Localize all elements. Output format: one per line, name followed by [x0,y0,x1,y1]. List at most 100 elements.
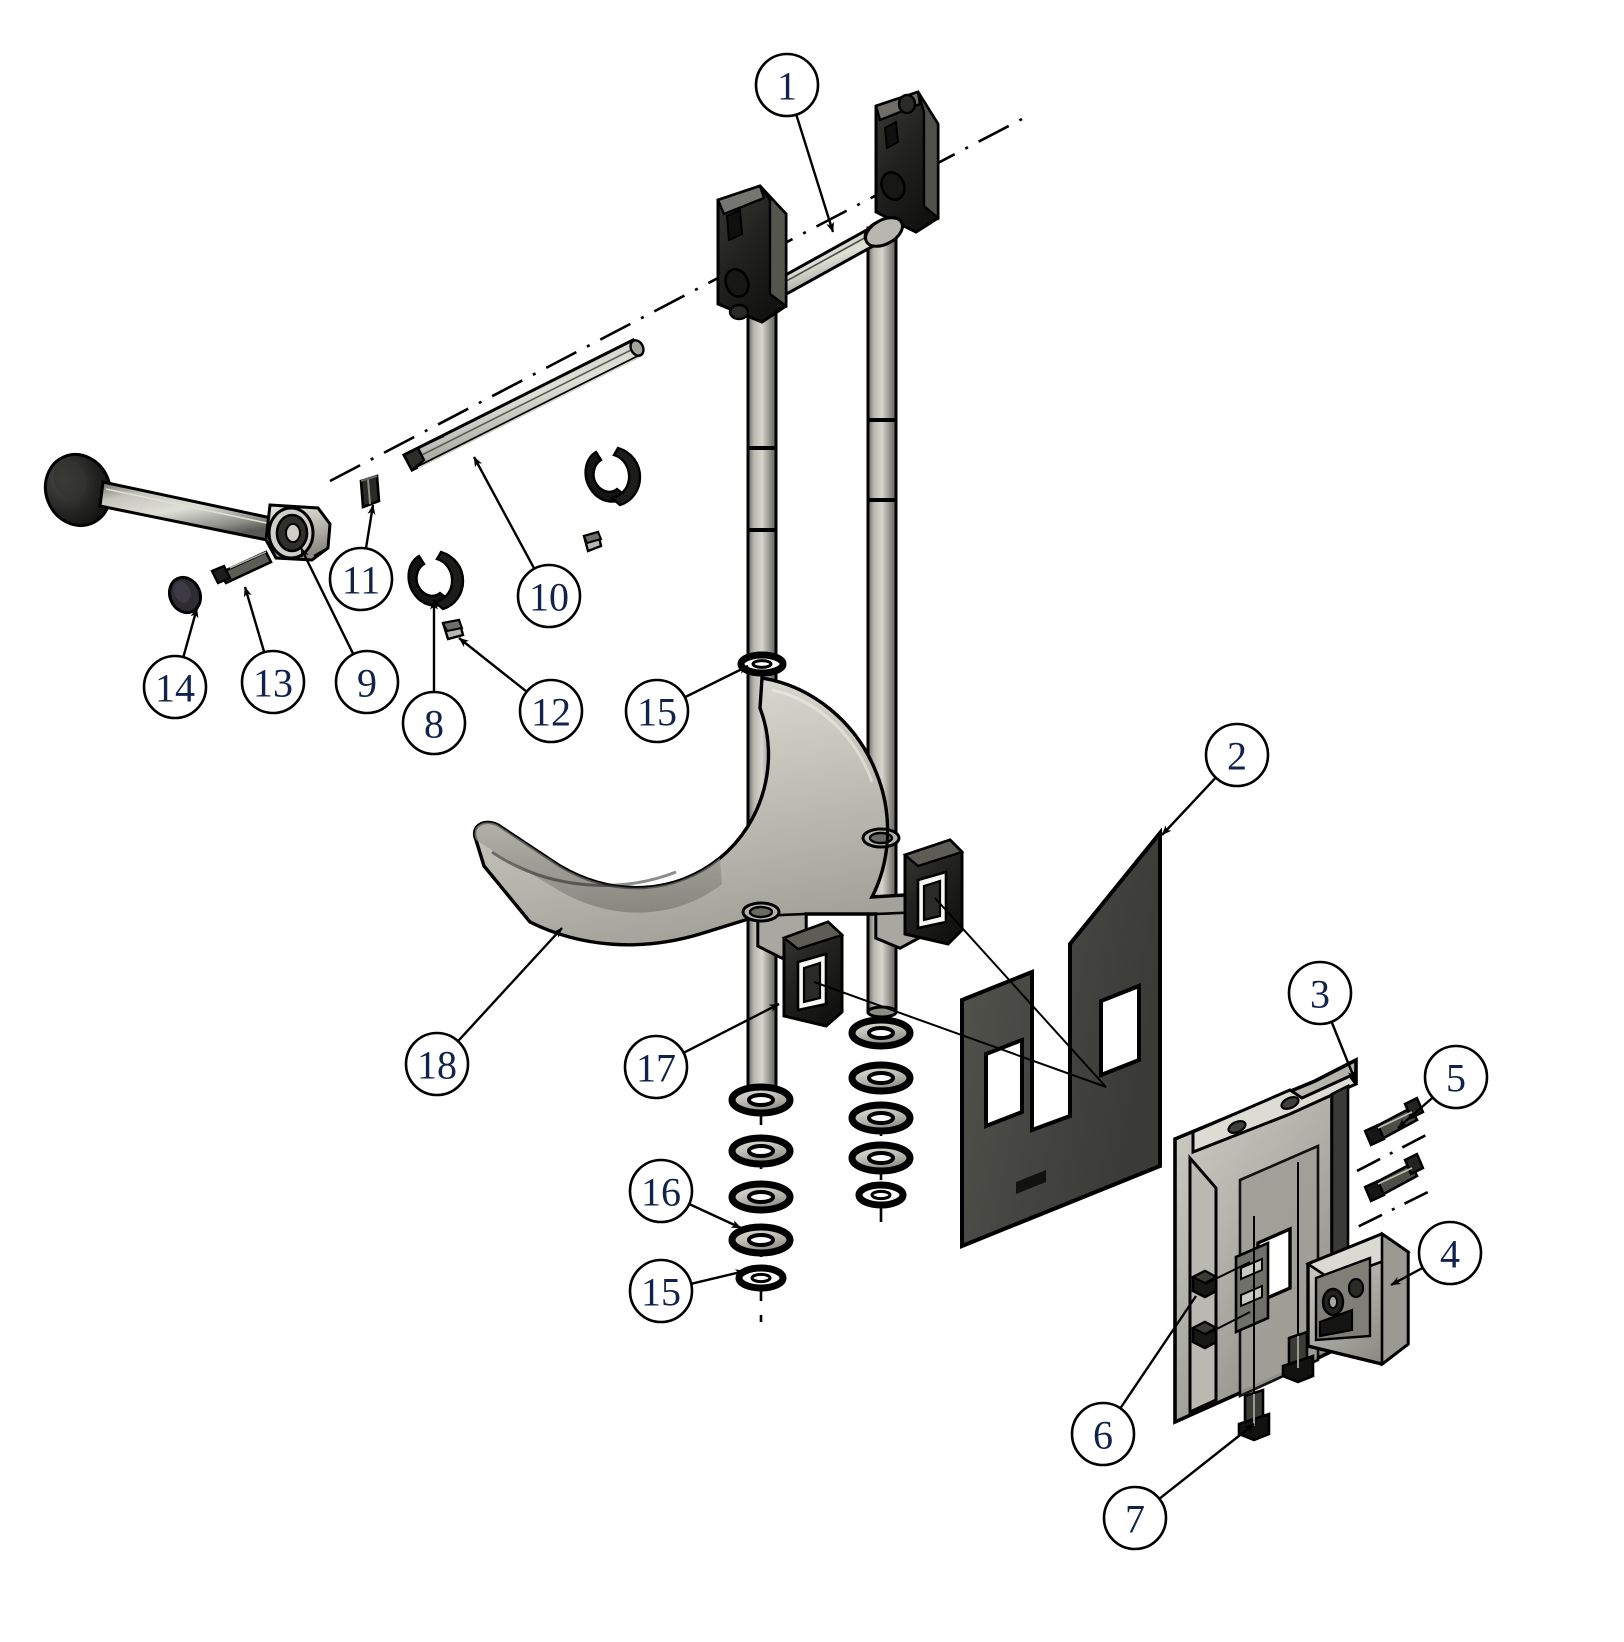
flange-bolt-left [1237,1388,1271,1442]
cap-screw-upper [1363,1096,1425,1147]
callout-circle-15[interactable] [624,678,690,744]
callout-circle-8[interactable] [401,690,467,756]
callout-leader-3 [1330,1021,1357,1081]
callout-number-13: 13 [253,661,293,706]
callout-balloon-7[interactable]: 7 [1102,1423,1255,1551]
washer-16-b [728,1134,794,1168]
part-14-end-cap-plug [167,575,203,615]
callout-circle-17[interactable] [623,1034,689,1100]
callout-circle-10[interactable] [516,563,582,629]
callout-leader-4 [1390,1266,1424,1287]
callout-circle-11[interactable] [328,546,394,612]
washer-16-d [728,1223,794,1257]
callout-number-2: 2 [1227,734,1247,779]
callout-number-12: 12 [531,690,571,735]
callout-leader-12 [458,637,528,693]
callout-circle-4[interactable] [1417,1220,1483,1286]
callout-leader-17 [683,1002,780,1054]
callout-leader-10 [472,456,536,570]
part-13-shoulder-bolt [210,550,273,585]
callout-number-18: 18 [417,1043,457,1088]
callout-balloon-13[interactable]: 13 [240,586,306,715]
callout-balloon-16[interactable]: 16 [628,1158,742,1230]
callout-balloon-18[interactable]: 18 [404,927,563,1097]
callout-number-3: 3 [1310,972,1330,1017]
washer-16-c [728,1180,794,1214]
callout-leader-16 [688,1202,742,1230]
callout-number-1: 1 [777,64,797,109]
part-5-socket-head-cap-screws [1363,1096,1425,1203]
callout-circle-9[interactable] [334,649,400,715]
callout-circle-13[interactable] [240,649,306,715]
handle-lever-assembly [43,453,381,615]
callout-balloon-1[interactable]: 1 [754,52,835,233]
callout-balloon-2[interactable]: 2 [1161,722,1270,836]
callout-circle-15[interactable] [628,1258,694,1324]
callout-balloon-8[interactable]: 8 [401,599,467,756]
part-11-roll-pin [359,474,381,509]
callout-number-10: 10 [529,575,569,620]
callout-number-15: 15 [641,1270,681,1315]
part-8-e-clip-retaining-rings [407,446,642,611]
callout-circle-16[interactable] [628,1158,694,1224]
part-18-c-shaped-clamp-arm [472,676,926,960]
washer-15-thin [735,1264,787,1292]
leader-slide-block-right-to-plate [934,897,1107,1088]
washer-r-b [848,1061,914,1095]
centerline-upper-diagonal [329,117,1023,483]
callout-balloon-15[interactable]: 15 [624,664,749,744]
callout-balloon-3[interactable]: 3 [1287,960,1357,1081]
callout-balloon-6[interactable]: 6 [1070,1295,1197,1467]
callout-number-6: 6 [1093,1413,1113,1458]
washer-16-a [728,1083,794,1117]
callout-circle-6[interactable] [1070,1401,1136,1467]
callout-circle-12[interactable] [518,678,584,744]
callout-leader-11 [364,504,376,549]
callout-circle-2[interactable] [1204,722,1270,788]
callout-circle-7[interactable] [1102,1485,1168,1551]
part-9-handle-hub-bushing [264,503,332,562]
part-17-slide-block-bushings [781,838,965,1028]
callout-balloon-12[interactable]: 12 [458,637,584,744]
part-15-thin-washer-top [737,651,787,677]
callout-leader-7 [1158,1423,1255,1500]
callout-balloon-11[interactable]: 11 [328,504,394,612]
leader-hexnut-upper [1204,1261,1251,1285]
part-2-u-slot-dark-plate [960,827,1162,1249]
callout-number-5: 5 [1446,1056,1466,1101]
callout-balloon-15[interactable]: 15 [628,1258,746,1324]
part-3-mounting-bracket-plate [1173,1057,1359,1425]
washer-r-c [848,1101,914,1135]
callout-leader-15 [684,664,749,699]
washer-r-a [848,1016,914,1050]
callout-circle-5[interactable] [1423,1044,1489,1110]
part-handle-knob [43,453,113,527]
washer-stack-left [728,1083,794,1292]
callout-leader-14 [182,607,199,658]
callout-circle-18[interactable] [404,1031,470,1097]
part-4-gearbox-housing-block [1305,1231,1411,1367]
e-clip-upper [584,446,642,507]
callout-balloon-9[interactable]: 9 [299,547,400,715]
callout-number-14: 14 [155,666,195,711]
callout-leader-1 [795,114,835,233]
callout-number-17: 17 [636,1046,676,1091]
part-12-woodruff-keys [441,530,603,641]
callout-circle-1[interactable] [754,52,820,118]
leader-slide-block-left-to-plate [813,981,1107,1088]
part-6-hex-nuts [1190,1269,1219,1350]
cap-screw-lower [1363,1152,1425,1203]
callout-circle-14[interactable] [142,654,208,720]
callout-number-15: 15 [637,690,677,735]
callout-balloon-4[interactable]: 4 [1390,1220,1483,1287]
callout-balloon-5[interactable]: 5 [1397,1044,1489,1129]
callout-circle-3[interactable] [1287,960,1353,1026]
callout-leader-18 [457,927,563,1042]
callout-balloon-17[interactable]: 17 [623,1002,780,1100]
flange-bolt-right [1281,1330,1315,1384]
callout-number-16: 16 [641,1170,681,1215]
callout-balloon-10[interactable]: 10 [472,456,582,629]
part-7-flange-bolts [1237,1162,1315,1442]
callout-balloon-14[interactable]: 14 [142,607,208,720]
